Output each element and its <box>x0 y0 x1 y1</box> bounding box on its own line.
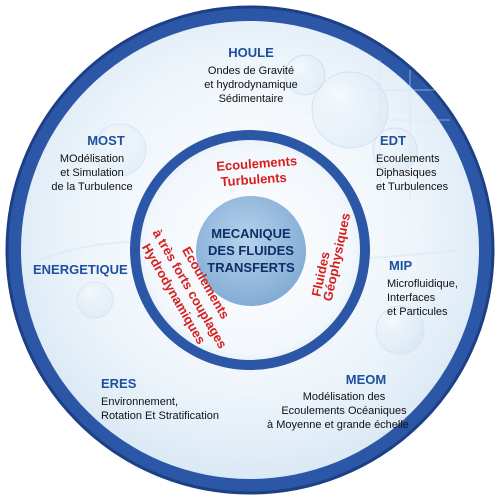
team-meom-acronym: MEOM <box>346 372 386 387</box>
team-houle-desc-1: Ondes de Gravité <box>208 65 294 77</box>
team-most-desc-3: de la Turbulence <box>51 181 132 193</box>
team-edt-desc-2: Diphasiques <box>376 167 437 179</box>
team-most-desc-1: MOdélisation <box>60 153 124 165</box>
team-houle-acronym: HOULE <box>228 45 274 60</box>
team-most-acronym: MOST <box>87 133 125 148</box>
team-eres-desc-1: Environnement, <box>101 396 178 408</box>
team-meom-desc-2: Ecoulements Océaniques <box>281 405 407 417</box>
team-edt-acronym: EDT <box>380 133 406 148</box>
center-circle <box>196 196 306 306</box>
team-meom-desc-3: à Moyenne et grande échelle <box>267 419 409 431</box>
team-houle-desc-2: et hydrodynamique <box>204 79 298 91</box>
team-mip-acronym: MIP <box>389 258 412 273</box>
center-line-3: TRANSFERTS <box>207 260 295 275</box>
center-line-1: MECANIQUE <box>211 226 291 241</box>
team-edt-desc-3: et Turbulences <box>376 181 449 193</box>
team-eres-acronym: ERES <box>101 376 137 391</box>
team-edt-desc-1: Ecoulements <box>376 153 440 165</box>
team-eres-desc-2: Rotation Et Stratification <box>101 410 219 422</box>
team-houle-desc-3: Sédimentaire <box>219 93 284 105</box>
team-energetique-acronym: ENERGETIQUE <box>33 262 128 277</box>
team-most-desc-2: et Simulation <box>60 167 124 179</box>
theme-top-line-2: Turbulents <box>220 170 287 190</box>
outer-ring-edge <box>5 5 495 495</box>
center-line-2: DES FLUIDES <box>208 243 294 258</box>
team-meom-desc-1: Modélisation des <box>303 391 386 403</box>
theme-top-line-1: Ecoulements <box>216 153 298 174</box>
team-mip-desc-3: et Particules <box>387 306 448 318</box>
team-mip-desc-2: Interfaces <box>387 292 436 304</box>
team-mip-desc-1: Microfluidique, <box>387 278 458 290</box>
